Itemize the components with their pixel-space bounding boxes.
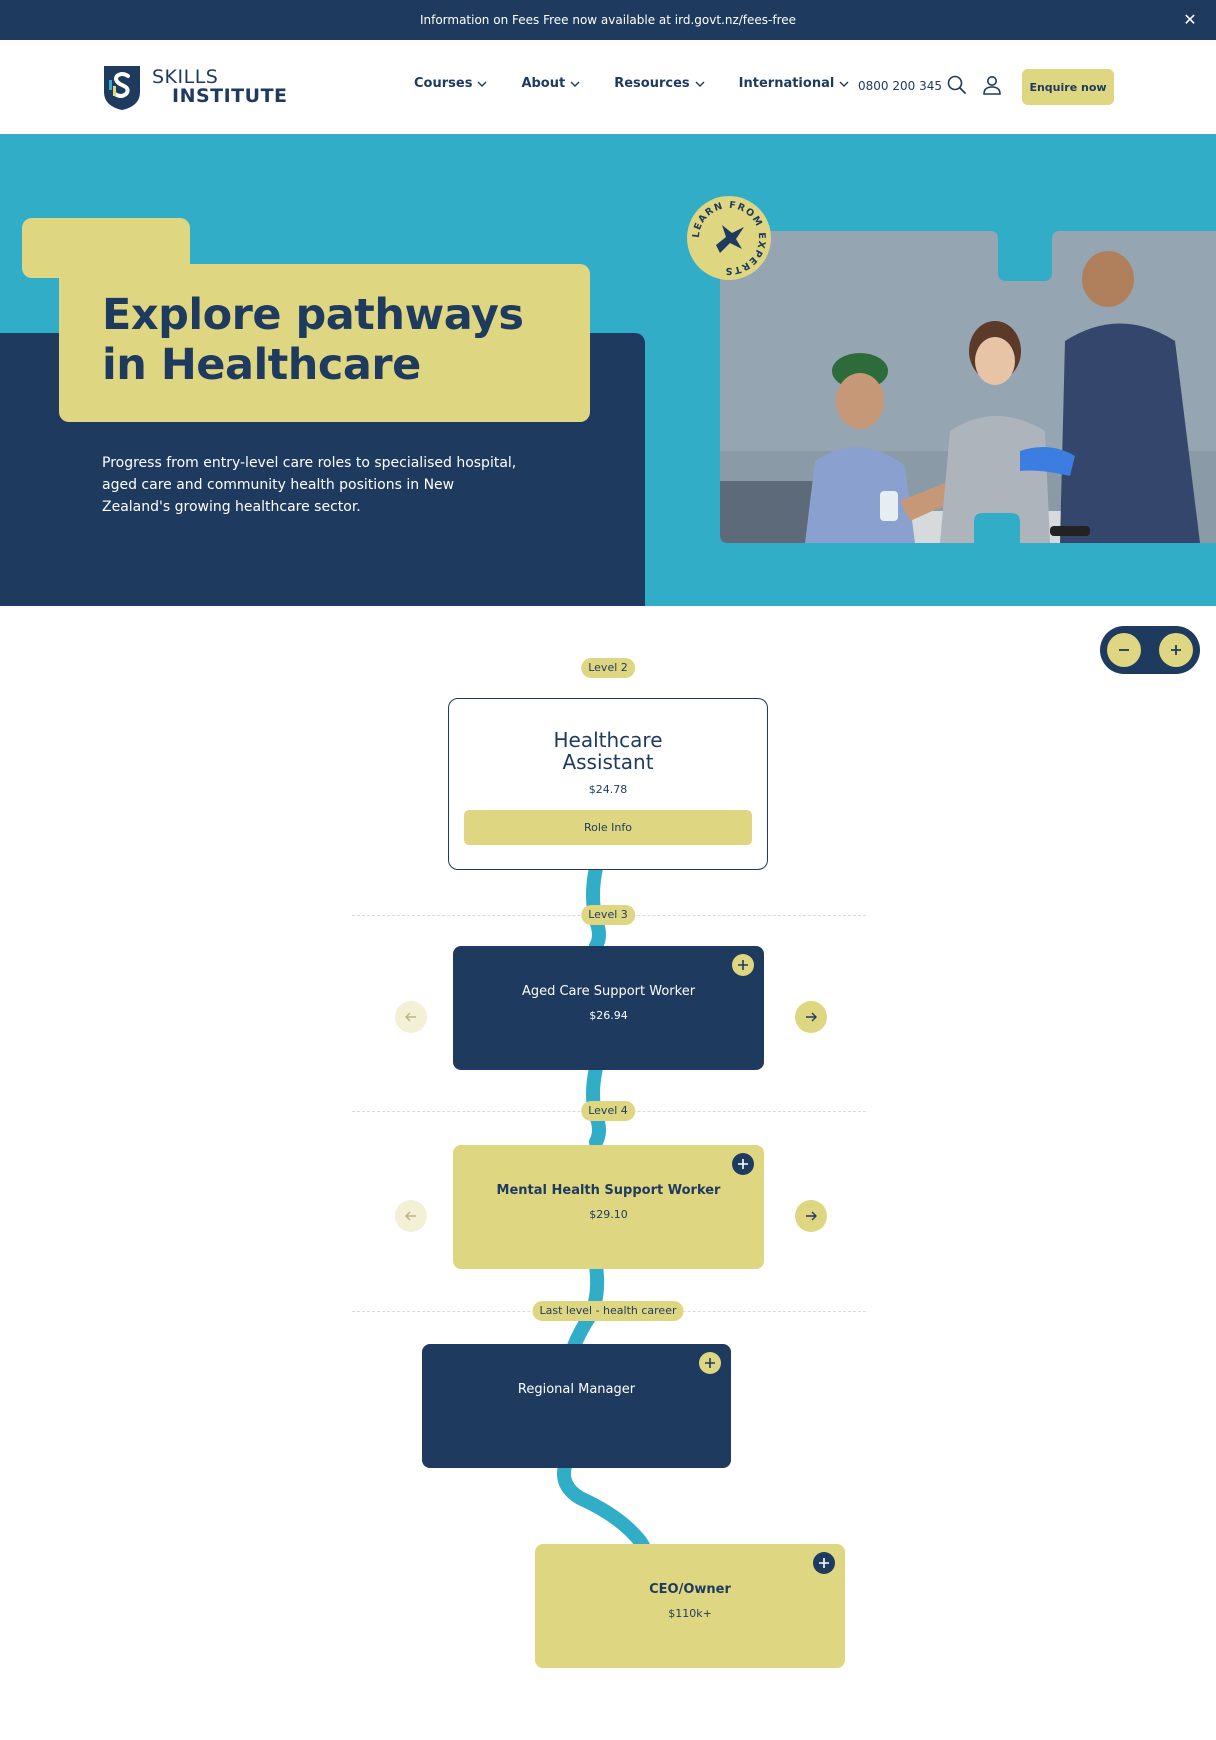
nav-about[interactable]: About: [521, 76, 580, 91]
phone-number[interactable]: 0800 200 345: [858, 79, 942, 93]
nav-about-label: About: [521, 76, 566, 91]
role-title: Regional Manager: [517, 1382, 636, 1397]
star-icon: [716, 225, 744, 253]
level-pill: Level 3: [581, 905, 635, 925]
logo[interactable]: SKILLS INSTITUTE: [100, 62, 288, 112]
level-pill: Level 4: [581, 1101, 635, 1121]
arrow-left-icon: [405, 1012, 416, 1022]
arrow-right-icon: [806, 1211, 817, 1221]
role-title: Aged Care Support Worker: [521, 984, 696, 999]
role-info-button[interactable]: Role Info: [464, 810, 752, 845]
role-card-healthcare-assistant: Healthcare Assistant $24.78 Role Info: [448, 698, 768, 870]
nav-international-label: International: [738, 76, 835, 91]
logo-line-2: INSTITUTE: [172, 85, 288, 107]
next-role-button[interactable]: [795, 1001, 827, 1033]
site-header: SKILLS INSTITUTE Courses About Resources…: [0, 40, 1216, 134]
level-pill: Level 2: [581, 658, 635, 678]
expand-role-button[interactable]: [732, 1153, 754, 1175]
nav-resources[interactable]: Resources: [614, 76, 705, 91]
skills-shield-icon: [104, 66, 140, 110]
zoom-in-button[interactable]: [1159, 633, 1193, 667]
nav-international[interactable]: International: [739, 76, 850, 91]
hero: Explore pathways in Healthcare Progress …: [0, 134, 1216, 606]
expand-role-button[interactable]: [699, 1352, 721, 1374]
arrow-right-icon: [806, 1012, 817, 1022]
role-title: Mental Health Support Worker: [496, 1183, 721, 1198]
minus-icon: [1119, 649, 1129, 651]
role-salary: $29.10: [589, 1208, 628, 1221]
expand-role-button[interactable]: [732, 954, 754, 976]
role-card-aged-care-support-worker[interactable]: Aged Care Support Worker $26.94: [453, 946, 764, 1070]
chevron-down-icon: [695, 81, 705, 87]
role-card-mental-health-support-worker[interactable]: Mental Health Support Worker $29.10: [453, 1145, 764, 1269]
role-salary: $110k+: [668, 1607, 712, 1620]
logo-line-1: SKILLS: [152, 66, 219, 88]
hero-title-card: [59, 264, 590, 422]
plus-icon: [738, 960, 748, 970]
arrow-left-icon: [405, 1211, 416, 1221]
plus-icon: [738, 1159, 748, 1169]
user-icon[interactable]: [981, 74, 1003, 96]
main-nav: Courses About Resources International: [414, 76, 849, 91]
role-card-regional-manager[interactable]: Regional Manager: [422, 1344, 731, 1468]
nav-resources-label: Resources: [614, 76, 690, 91]
plus-icon: [705, 1358, 715, 1368]
logo-text: SKILLS INSTITUTE: [152, 68, 288, 106]
role-title: Healthcare Assistant: [553, 728, 663, 774]
nav-courses[interactable]: Courses: [414, 76, 487, 91]
search-icon[interactable]: [946, 74, 968, 96]
chevron-down-icon: [570, 81, 580, 87]
chevron-down-icon: [477, 81, 487, 87]
zoom-control: [1100, 626, 1200, 674]
role-title: CEO/Owner: [649, 1582, 731, 1597]
announcement-bar: Information on Fees Free now available a…: [0, 0, 1216, 40]
learn-from-experts-badge: LEARN FROM EXPERTS: [687, 196, 771, 280]
hero-description: Progress from entry-level care roles to …: [102, 455, 517, 515]
role-card-ceo-owner[interactable]: CEO/Owner $110k+: [535, 1544, 845, 1668]
nav-courses-label: Courses: [414, 76, 473, 91]
close-icon[interactable]: ✕: [1183, 10, 1197, 29]
prev-role-button[interactable]: [395, 1001, 427, 1033]
enquire-now-button[interactable]: Enquire now: [1022, 69, 1114, 105]
expand-role-button[interactable]: [813, 1552, 835, 1574]
plus-icon: [819, 1558, 829, 1568]
next-role-button[interactable]: [795, 1200, 827, 1232]
plus-icon: [1171, 645, 1181, 655]
prev-role-button[interactable]: [395, 1200, 427, 1232]
career-pathway: Level 2 Level 3 Level 4 Last level - hea…: [0, 606, 1216, 1740]
role-salary: $26.94: [589, 1009, 628, 1022]
chevron-down-icon: [839, 81, 849, 87]
zoom-out-button[interactable]: [1107, 633, 1141, 667]
level-pill: Last level - health career: [532, 1301, 684, 1321]
announcement-text[interactable]: Information on Fees Free now available a…: [419, 13, 797, 27]
role-salary: $24.78: [588, 783, 628, 796]
page-title: Explore pathways in Healthcare: [102, 290, 524, 390]
healthcare-photo: [720, 231, 1216, 543]
